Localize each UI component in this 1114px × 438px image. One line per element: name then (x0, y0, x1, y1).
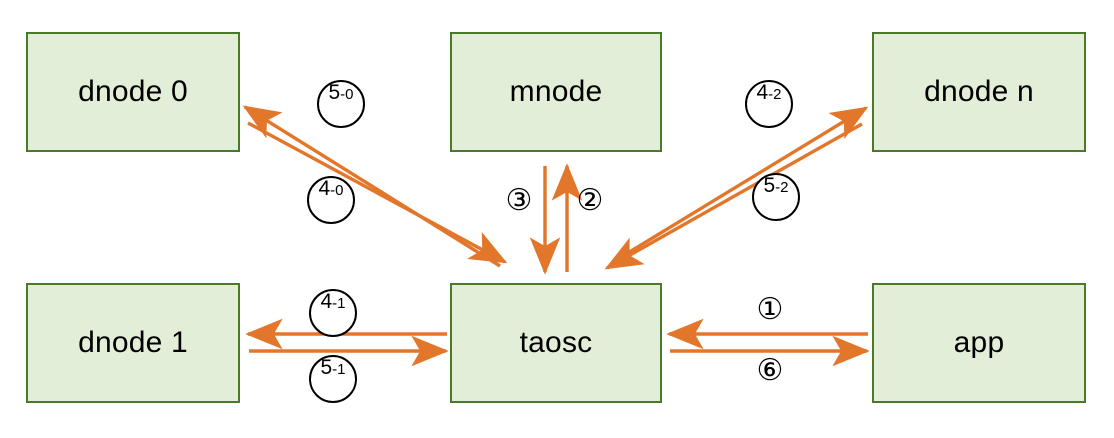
edge-label-5-2: 5-2 (752, 173, 800, 221)
edge-label-5-0: 5-0 (317, 80, 365, 128)
node-taosc[interactable]: taosc (450, 283, 662, 403)
node-dnoden[interactable]: dnode n (872, 32, 1086, 152)
edge-label-5-2-suffix: -2 (775, 179, 789, 196)
node-mnode[interactable]: mnode (450, 32, 662, 152)
edge-label-2: ② (576, 183, 604, 218)
node-app[interactable]: app (872, 283, 1086, 403)
arrow-4-0 (242, 105, 501, 268)
edge-label-4-1-main: 4 (320, 290, 333, 313)
edge-label-5-2-main: 5 (763, 174, 776, 197)
edge-label-4-2: 4-2 (745, 80, 793, 128)
node-app-label: app (953, 326, 1005, 359)
edge-label-4-0: 4-0 (307, 176, 355, 224)
edge-label-5-0-main: 5 (328, 81, 341, 104)
edge-label-4-1-suffix: -1 (332, 295, 346, 312)
node-dnode1[interactable]: dnode 1 (26, 283, 240, 403)
arrow-4-2 (612, 106, 869, 264)
node-dnoden-label: dnode n (924, 75, 1034, 108)
edge-label-1: ① (756, 292, 784, 327)
edge-label-5-1-main: 5 (320, 356, 333, 379)
arrow-5-0 (247, 121, 508, 264)
edge-label-4-2-main: 4 (756, 81, 769, 104)
edge-label-4-2-suffix: -2 (768, 86, 782, 103)
edge-label-4-1: 4-1 (309, 289, 357, 337)
edge-label-5-0-suffix: -0 (340, 86, 354, 103)
edge-label-6: ⑥ (756, 353, 784, 388)
node-dnode0[interactable]: dnode 0 (26, 32, 240, 152)
edge-label-4-0-suffix: -0 (330, 182, 344, 199)
node-mnode-label: mnode (509, 75, 603, 108)
edge-label-4-0-main: 4 (318, 177, 331, 200)
node-dnode0-label: dnode 0 (78, 75, 188, 108)
edge-label-3: ③ (505, 183, 533, 218)
edge-label-5-1-suffix: -1 (332, 361, 346, 378)
edge-label-5-1: 5-1 (309, 355, 357, 403)
node-taosc-label: taosc (519, 326, 593, 359)
arrow-5-2 (604, 122, 863, 270)
node-dnode1-label: dnode 1 (78, 326, 188, 359)
